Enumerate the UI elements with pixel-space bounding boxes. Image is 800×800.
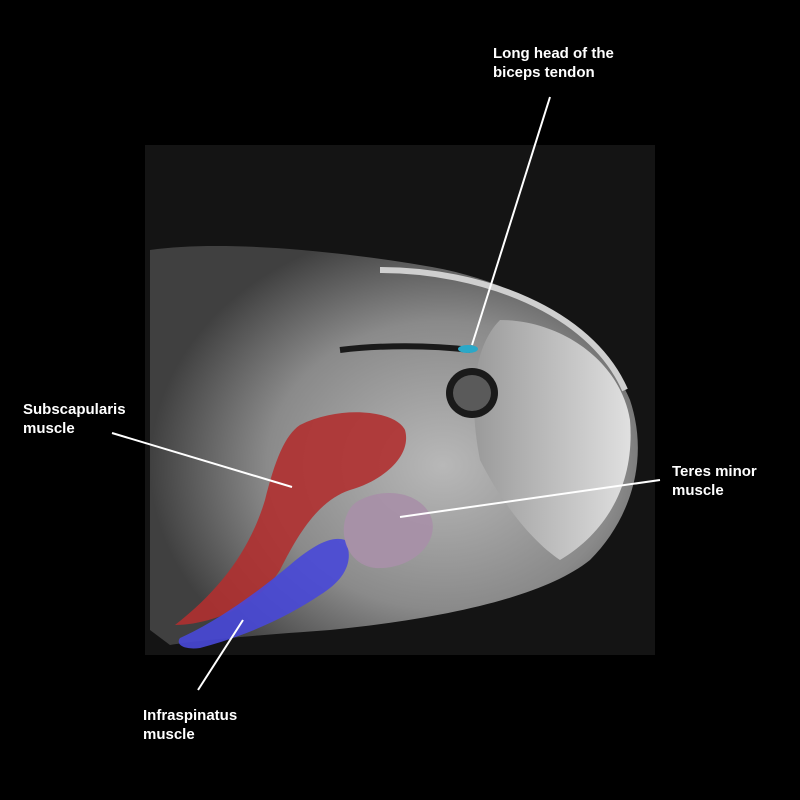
infraspinatus-leader-line — [197, 619, 244, 691]
infraspinatus-highlight — [178, 538, 349, 649]
subscapularis-leader-line — [111, 432, 293, 488]
biceps-tendon-highlight — [458, 345, 478, 353]
biceps-tendon-label: Long head of the biceps tendon — [493, 44, 614, 82]
label-line: muscle — [143, 726, 195, 743]
label-line: Infraspinatus — [143, 707, 238, 724]
subscapularis-label: Subscapularis muscle — [23, 400, 126, 438]
label-line: muscle — [23, 420, 75, 437]
teres-minor-leader-line — [399, 479, 661, 518]
infraspinatus-label: Infraspinatus muscle — [143, 706, 237, 744]
label-line: Long head of the — [493, 45, 614, 62]
biceps-leader-line — [471, 96, 551, 346]
label-line: Subscapularis — [23, 401, 126, 418]
subscapularis-highlight — [175, 412, 407, 625]
humeral-head-inner — [453, 375, 491, 411]
label-line: muscle — [672, 482, 724, 499]
label-line: Teres minor — [672, 463, 757, 480]
teres-minor-highlight — [343, 492, 433, 569]
teres-minor-label: Teres minor muscle — [672, 462, 757, 500]
outer-skin — [379, 267, 628, 392]
label-line: biceps tendon — [493, 64, 595, 81]
tendon-dark-band — [339, 343, 471, 353]
